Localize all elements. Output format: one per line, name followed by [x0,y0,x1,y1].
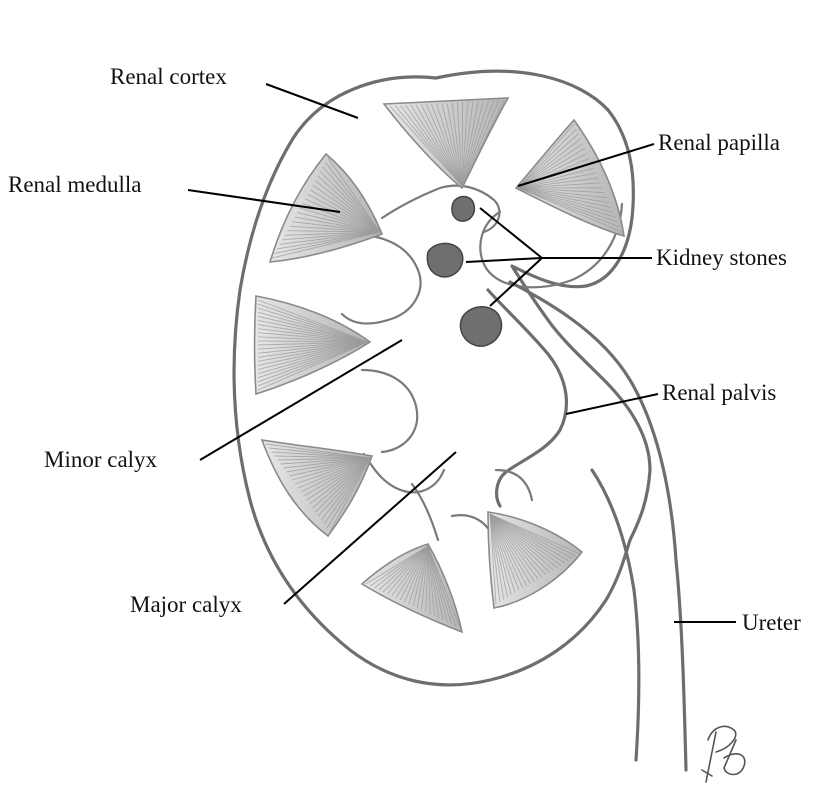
label-minor-calyx: Minor calyx [44,447,158,472]
label-renal-palvis: Renal palvis [662,380,776,405]
label-renal-cortex: Renal cortex [110,64,227,89]
ureter-left-wall [592,470,639,760]
leader-kidney-stones-1 [480,208,542,258]
leader-renal-cortex [266,84,358,118]
label-kidney-stones: Kidney stones [656,245,787,270]
label-renal-medulla: Renal medulla [8,172,142,197]
label-ureter: Ureter [742,610,801,635]
leader-kidney-stones-2 [466,258,542,262]
label-major-calyx: Major calyx [130,592,242,617]
kidney-stone [460,307,501,346]
kidney-stone [427,243,462,276]
kidney-stone [452,197,475,222]
label-renal-papilla: Renal papilla [658,130,780,155]
artist-signature [702,726,745,782]
